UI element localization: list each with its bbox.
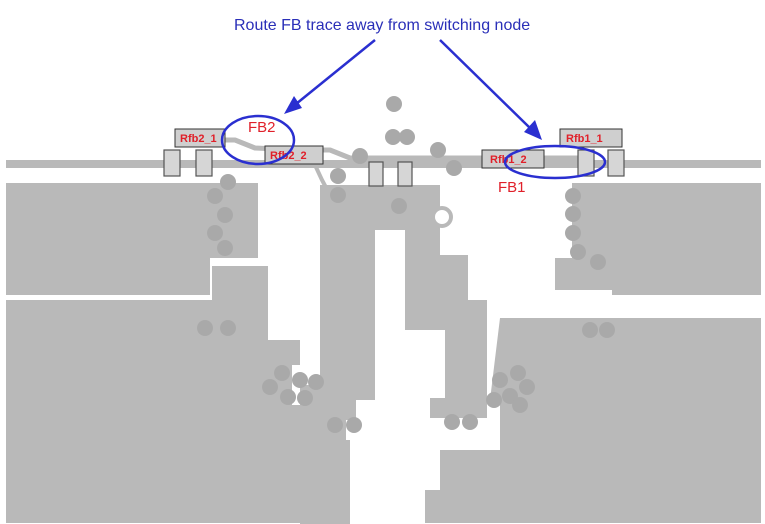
via [599, 322, 615, 338]
arrow-to-fb1 [439, 39, 531, 129]
rfb2-1-label: Rfb2_1 [180, 133, 217, 145]
annotation-title: Route FB trace away from switching node [234, 17, 530, 34]
via [330, 187, 346, 203]
via [207, 225, 223, 241]
via-group [197, 96, 615, 433]
via [217, 240, 233, 256]
fb2-label: FB2 [248, 119, 276, 136]
left-lower-copper [6, 266, 300, 405]
via [590, 254, 606, 270]
bottom-center-gap [350, 480, 425, 524]
fb2-highlight-ellipse [220, 114, 296, 166]
left-upper-copper [6, 183, 258, 295]
via-ring [431, 206, 453, 228]
via [274, 365, 290, 381]
via [565, 225, 581, 241]
left-bottom-copper [6, 405, 346, 523]
center-copper [300, 185, 487, 440]
via [220, 320, 236, 336]
via [446, 160, 462, 176]
via [280, 389, 296, 405]
via [297, 390, 313, 406]
via [492, 372, 508, 388]
via [308, 374, 324, 390]
via [582, 322, 598, 338]
via [346, 417, 362, 433]
via [519, 379, 535, 395]
via [217, 207, 233, 223]
fb1-highlight-ellipse [503, 144, 607, 180]
via [220, 174, 236, 190]
rfb1-2-body [481, 149, 545, 169]
rfb1-2-label: Rfb1_2 [490, 154, 527, 166]
via [399, 129, 415, 145]
via [327, 417, 343, 433]
arrow-head-fb2 [284, 96, 302, 114]
fb1-label: FB1 [498, 179, 526, 196]
right-upper-copper [555, 183, 761, 295]
via [262, 379, 278, 395]
via [197, 320, 213, 336]
bottom-left-border [300, 440, 350, 524]
via [565, 206, 581, 222]
via [385, 129, 401, 145]
rfb1-1-label: Rfb1_1 [566, 133, 603, 145]
via [391, 198, 407, 214]
right-lower-copper [420, 318, 761, 523]
via [430, 142, 446, 158]
via [486, 392, 502, 408]
arrow-head-fb1 [524, 120, 542, 140]
rfb1-1-body [559, 128, 623, 148]
via [386, 96, 402, 112]
via [444, 414, 460, 430]
via [462, 414, 478, 430]
via [292, 372, 308, 388]
via [570, 244, 586, 260]
via [512, 397, 528, 413]
via [207, 188, 223, 204]
via [565, 188, 581, 204]
rfb2-1-body [174, 128, 226, 148]
via [330, 168, 346, 184]
center-capacitor [368, 161, 413, 187]
arrow-to-fb2 [295, 39, 376, 105]
via [510, 365, 526, 381]
via [352, 148, 368, 164]
left-capacitor [163, 149, 213, 177]
right-capacitor [577, 149, 625, 177]
